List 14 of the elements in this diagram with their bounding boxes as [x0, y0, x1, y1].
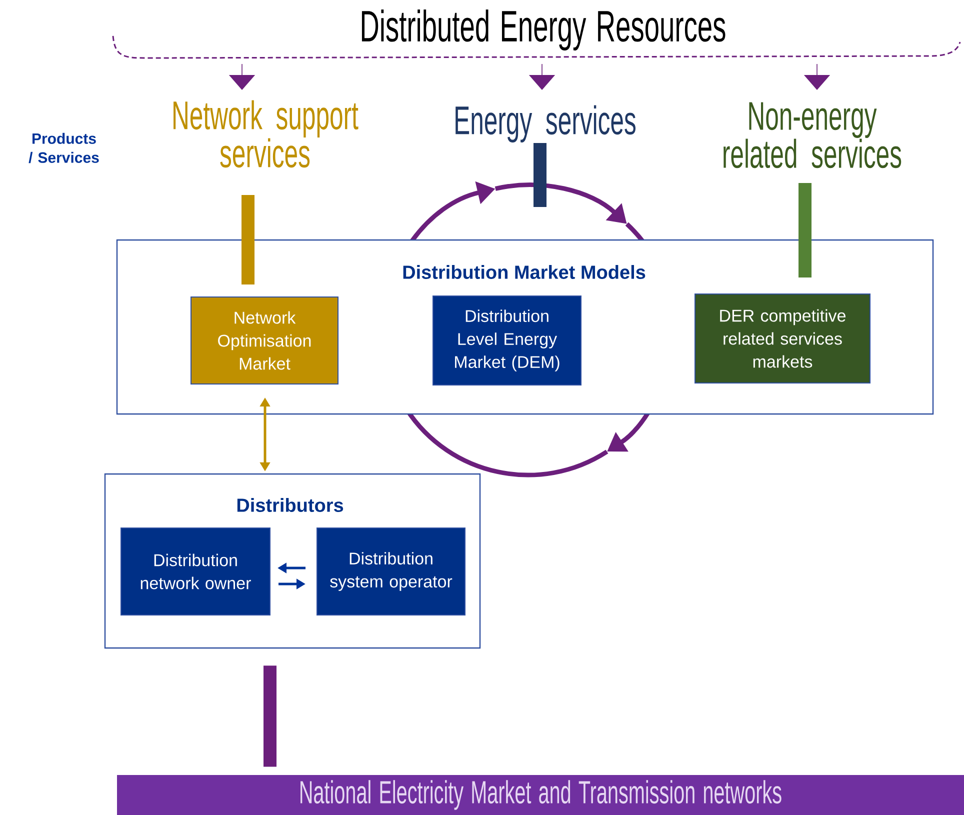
- category-heading: Network support services: [174, 100, 358, 168]
- role-box: Distribution system operator: [316, 528, 466, 616]
- market-box: Network Optimisation Market: [190, 296, 338, 384]
- market-box: Distribution Level Energy Market (DEM): [432, 296, 582, 386]
- connector-bar: [798, 183, 812, 278]
- market-bar: National Electricity Market and Transmission networks: [117, 775, 964, 815]
- role-box: Distribution network owner: [120, 528, 270, 616]
- side-label: Products / Services: [28, 132, 99, 164]
- connector-bar: [242, 195, 254, 284]
- heading: Distributed Energy Resources: [362, 9, 726, 50]
- market-box: DER competitive related services markets: [694, 294, 870, 384]
- category-heading: Non-energy related services: [724, 102, 902, 168]
- category-heading: Energy services: [456, 105, 636, 142]
- connector-bar: [264, 666, 276, 767]
